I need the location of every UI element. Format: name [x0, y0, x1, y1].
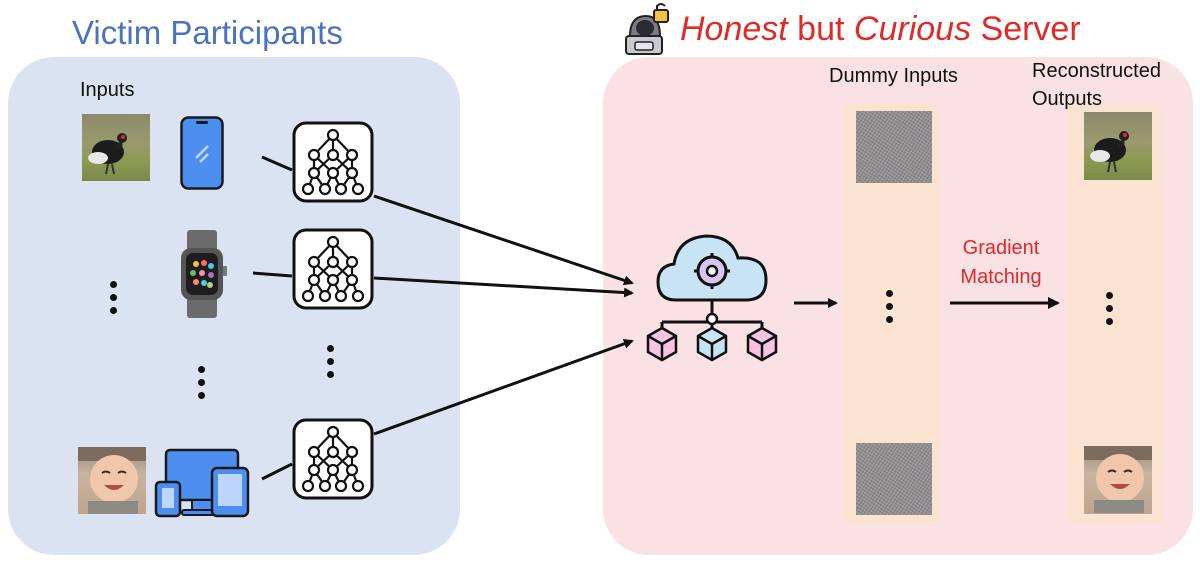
dummy-noise-image-bottom [856, 443, 932, 515]
neural-network-icon [292, 228, 374, 310]
ellipsis-dummy [886, 290, 894, 329]
model1-to-server-arrow [373, 194, 634, 286]
hacker-lock-icon [620, 3, 672, 56]
neural-network-icon [292, 121, 374, 203]
ellipsis-devices [198, 366, 206, 405]
reconstructed-outputs-label-line2: Outputs [1032, 88, 1103, 110]
cloud-server-icon [640, 224, 786, 370]
baby-input-image [78, 447, 146, 514]
ellipsis-models [327, 345, 335, 384]
dummy-inputs-label: Dummy Inputs [829, 65, 958, 87]
devices-to-model-connector [261, 462, 293, 481]
phone-to-model-connector [261, 155, 293, 172]
ellipsis-inputs [110, 281, 118, 320]
victim-participants-title: Victim Participants [72, 14, 343, 51]
gradient-matching-label-line2: Matching [960, 266, 1042, 288]
dummy-noise-image-top [856, 111, 932, 183]
neural-network-icon [292, 418, 374, 500]
watch-to-model-connector [252, 271, 293, 278]
model3-to-server-arrow [373, 339, 634, 436]
ellipsis-reconstructed [1106, 292, 1114, 331]
bird-input-image [82, 114, 150, 181]
reconstructed-outputs-label-line1: Reconstructed [1032, 60, 1161, 82]
gradient-matching-label-line1: Gradient [962, 237, 1040, 259]
reconstructed-bird-image [1084, 112, 1152, 180]
inputs-label: Inputs [80, 79, 135, 101]
honest-but-curious-server-title: Honest but Curious Server [680, 10, 1081, 48]
reconstructed-baby-image [1084, 446, 1152, 514]
model2-to-server-arrow [373, 276, 634, 298]
smartwatch-icon [178, 230, 228, 318]
smartphone-icon [180, 116, 224, 190]
multi-device-icon [154, 448, 250, 518]
